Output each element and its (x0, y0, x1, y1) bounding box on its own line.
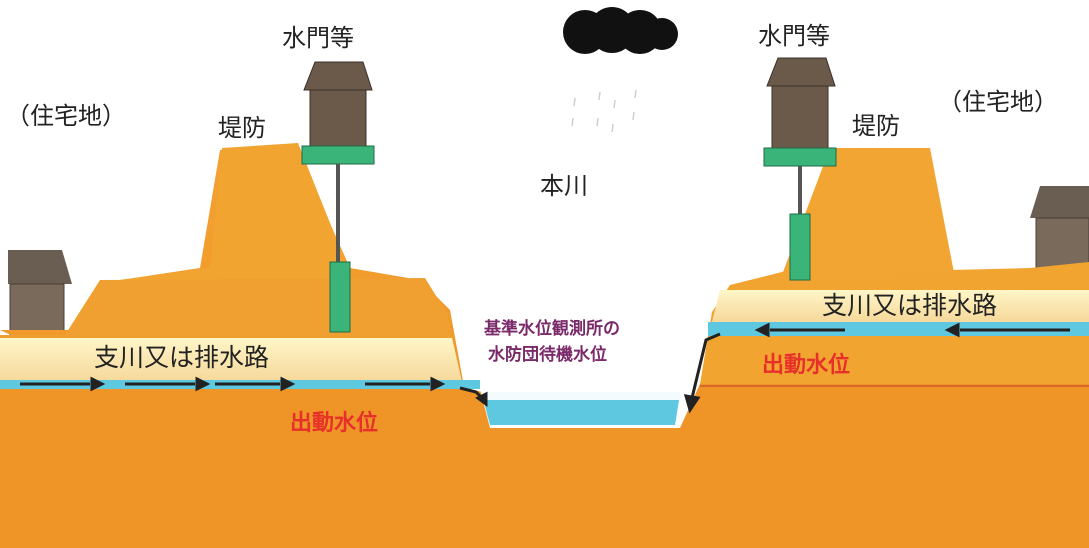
label-levee-left: 堤防 (218, 114, 266, 142)
lower-ground (0, 384, 1089, 548)
rain-drops-icon (571, 89, 637, 133)
label-dispatch-level-left: 出動水位 (290, 410, 378, 436)
house-left-icon (8, 250, 72, 337)
tributary-band-left (0, 338, 462, 382)
label-residential-right: （住宅地） (938, 88, 1058, 116)
label-residential-left: （住宅地） (6, 102, 126, 130)
label-dispatch-level-right: 出動水位 (762, 352, 850, 378)
water-strip-right (708, 322, 1089, 336)
water-gate-left (301, 61, 375, 333)
rain-cloud-icon (563, 7, 678, 54)
label-tributary-left: 支川又は排水路 (94, 343, 269, 372)
tributary-band-right (712, 290, 1089, 322)
flow-arrows-left (20, 376, 488, 407)
label-tributary-right: 支川又は排水路 (822, 291, 997, 320)
label-gate-right: 水門等 (758, 22, 830, 50)
water-gate-right (763, 57, 837, 281)
label-gate-left: 水門等 (282, 24, 354, 52)
levee-right (780, 148, 955, 280)
levee-left (105, 143, 348, 282)
label-levee-right: 堤防 (852, 112, 900, 140)
label-main-river: 本川 (540, 172, 588, 200)
label-standby-level-line2: 水防団待機水位 (488, 344, 607, 365)
flow-arrows-right (683, 322, 1070, 414)
river-water (482, 394, 680, 425)
label-standby-level-line1: 基準水位観測所の (483, 318, 620, 339)
house-right-icon (1030, 186, 1089, 273)
